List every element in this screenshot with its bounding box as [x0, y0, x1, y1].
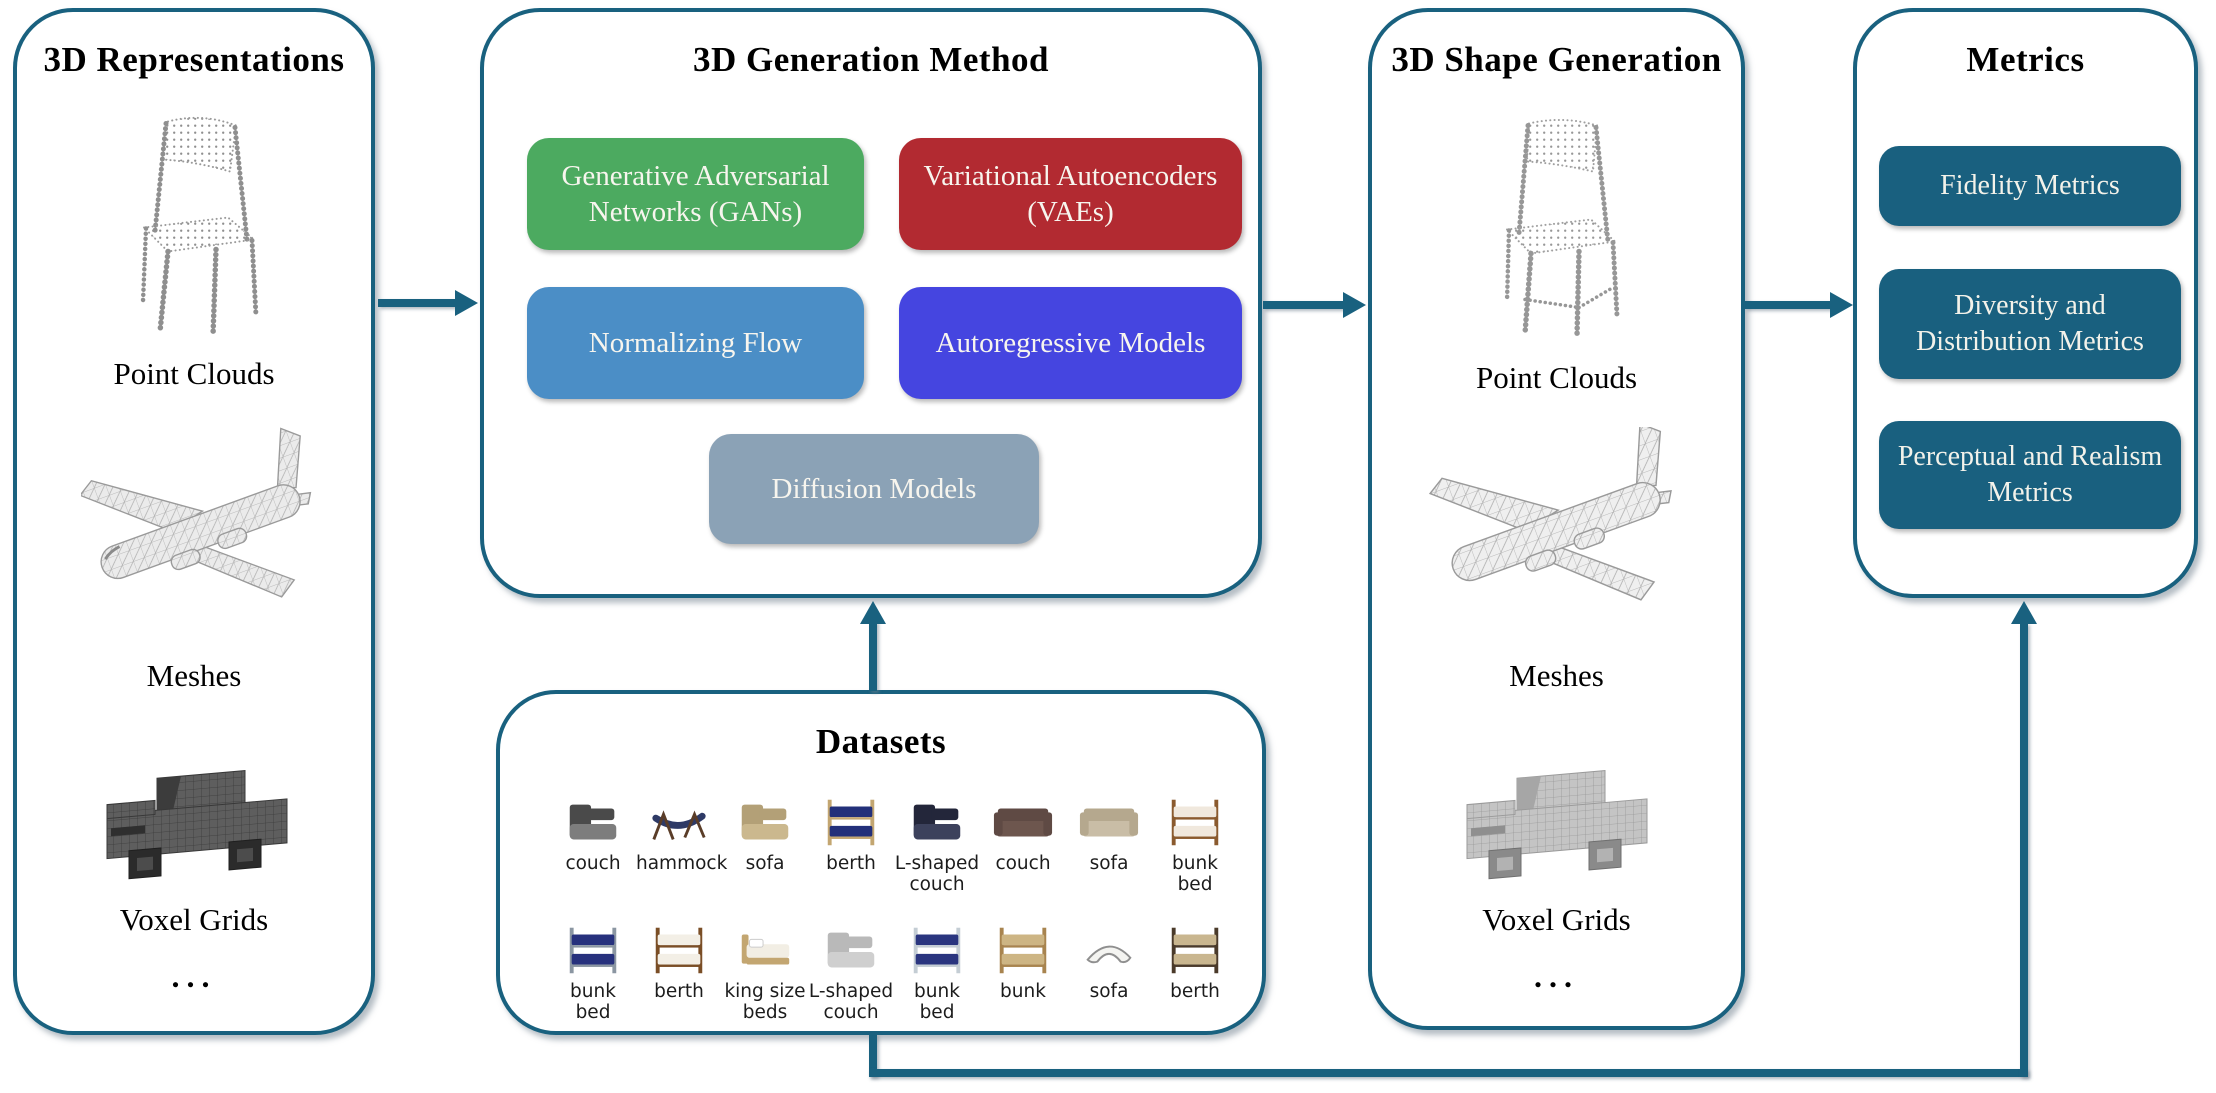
- furniture-thumb-icon: [562, 922, 624, 978]
- metric-box-perceptual-realism: Perceptual and Realism Metrics: [1879, 421, 2181, 529]
- datasets-row-1: couch hammock sofa berth L-shaped couch …: [550, 794, 1219, 895]
- dataset-item-label: bunk bed: [570, 981, 616, 1024]
- dataset-item: berth: [636, 922, 722, 1023]
- furniture-thumb-icon: [820, 922, 882, 978]
- metric-box-fidelity: Fidelity Metrics: [1879, 146, 2181, 226]
- furniture-thumb-icon: [992, 922, 1054, 978]
- airplane-mesh-icon: [1428, 422, 1679, 642]
- dataset-item: bunk bed: [1152, 794, 1238, 895]
- dataset-item-label: bunk: [1000, 981, 1046, 1002]
- method-box-diffusion: Diffusion Models: [709, 434, 1039, 544]
- dataset-item: sofa: [722, 794, 808, 895]
- dataset-item: couch: [980, 794, 1066, 895]
- furniture-thumb-icon: [1078, 922, 1140, 978]
- furniture-thumb-icon: [562, 794, 624, 850]
- dataset-item: couch: [550, 794, 636, 895]
- dataset-item: berth: [1152, 922, 1238, 1023]
- furniture-thumb-icon: [820, 794, 882, 850]
- dataset-item: sofa: [1066, 794, 1152, 895]
- dataset-item: L-shaped couch: [808, 922, 894, 1023]
- dataset-item-label: bunk bed: [914, 981, 960, 1024]
- panel-3d-shape-generation: 3D Shape Generation Point Clouds: [1368, 8, 1745, 1030]
- shape-label-voxel-grids: Voxel Grids: [1482, 902, 1631, 937]
- panel-datasets: Datasets couch hammock sofa berth L-shap…: [496, 690, 1266, 1035]
- shape-label-point-clouds: Point Clouds: [1475, 360, 1638, 395]
- panel-title-shape-generation: 3D Shape Generation: [1391, 40, 1722, 79]
- chair-pointcloud-icon: [116, 107, 276, 342]
- furniture-thumb-icon: [1164, 794, 1226, 850]
- repr-label-voxel-grids: Voxel Grids: [119, 902, 269, 937]
- furniture-thumb-icon: [734, 794, 796, 850]
- repr-label-point-clouds: Point Clouds: [113, 356, 275, 391]
- method-box-gans: Generative Adversarial Networks (GANs): [527, 138, 864, 250]
- panel-metrics: Metrics Fidelity Metrics Diversity and D…: [1853, 8, 2198, 598]
- dataset-item-label: bunk bed: [1172, 853, 1218, 896]
- panel-3d-generation-method: 3D Generation Method Generative Adversar…: [480, 8, 1262, 598]
- furniture-thumb-icon: [906, 794, 968, 850]
- voxel-car-icon: [97, 739, 297, 894]
- shape-ellipsis: ...: [1534, 958, 1579, 994]
- dataset-item: bunk: [980, 922, 1066, 1023]
- dataset-item-label: berth: [1170, 981, 1220, 1002]
- furniture-thumb-icon: [648, 794, 710, 850]
- datasets-row-2: bunk bed berth king size beds L-shaped c…: [550, 922, 1220, 1023]
- dataset-item: bunk bed: [550, 922, 636, 1023]
- method-box-normalizing-flow: Normalizing Flow: [527, 287, 864, 399]
- panel-title-representations: 3D Representations: [43, 40, 345, 79]
- chair-pointcloud-icon: [1479, 107, 1639, 342]
- furniture-thumb-icon: [992, 794, 1054, 850]
- dataset-item: sofa: [1066, 922, 1152, 1023]
- dataset-item-label: L-shaped couch: [808, 981, 894, 1024]
- furniture-thumb-icon: [648, 922, 710, 978]
- dataset-item: L-shaped couch: [894, 794, 980, 895]
- airplane-mesh-icon: [78, 427, 316, 642]
- voxel-car-icon: [1457, 739, 1657, 894]
- panel-title-generation-method: 3D Generation Method: [692, 40, 1050, 79]
- dataset-item-label: couch: [565, 853, 621, 874]
- panel-3d-representations: 3D Representations Point Clouds: [13, 8, 375, 1035]
- dataset-item-label: berth: [826, 853, 876, 874]
- furniture-thumb-icon: [906, 922, 968, 978]
- dataset-item-label: sofa: [745, 853, 785, 874]
- dataset-item: king size beds: [722, 922, 808, 1023]
- panel-title-metrics: Metrics: [1966, 40, 2085, 79]
- furniture-thumb-icon: [734, 922, 796, 978]
- dataset-item-label: sofa: [1089, 981, 1129, 1002]
- dataset-item: hammock: [636, 794, 728, 895]
- shape-label-meshes: Meshes: [1509, 658, 1604, 693]
- panel-title-datasets: Datasets: [815, 722, 947, 761]
- dataset-item-label: berth: [654, 981, 704, 1002]
- dataset-item: bunk bed: [894, 922, 980, 1023]
- dataset-item-label: couch: [995, 853, 1051, 874]
- furniture-thumb-icon: [1164, 922, 1226, 978]
- dataset-item-label: L-shaped couch: [894, 853, 980, 896]
- method-box-vaes: Variational Autoencoders (VAEs): [899, 138, 1242, 250]
- dataset-item-label: hammock: [636, 853, 728, 874]
- repr-ellipsis: ...: [171, 958, 217, 994]
- furniture-thumb-icon: [1078, 794, 1140, 850]
- dataset-item-label: sofa: [1089, 853, 1129, 874]
- dataset-item-label: king size beds: [724, 981, 806, 1024]
- repr-label-meshes: Meshes: [146, 658, 242, 693]
- metric-box-diversity-distribution: Diversity and Distribution Metrics: [1879, 269, 2181, 379]
- method-box-autoregressive: Autoregressive Models: [899, 287, 1242, 399]
- dataset-item: berth: [808, 794, 894, 895]
